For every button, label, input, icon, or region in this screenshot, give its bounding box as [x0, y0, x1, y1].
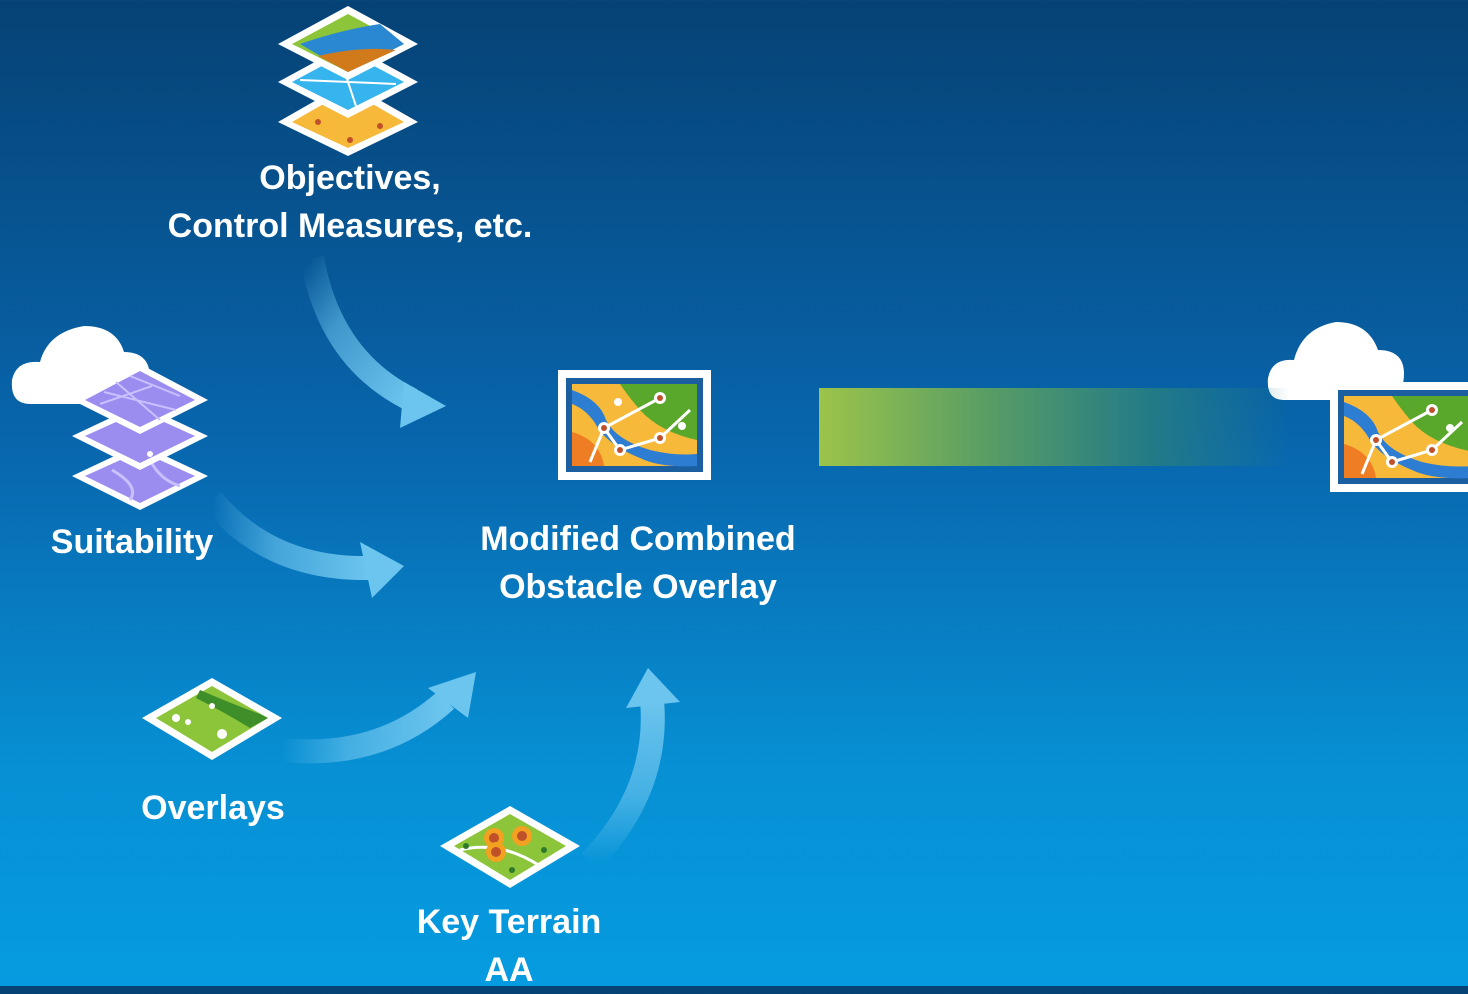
- arrow-suitability-to-mcoo: [202, 492, 404, 598]
- transfer-arrow-bar: [819, 388, 1289, 466]
- mcoo-label-line1: Modified Combined: [480, 520, 796, 558]
- objectives-label-line2: Control Measures, etc.: [167, 207, 533, 245]
- mcoo-label-line2: Obstacle Overlay: [499, 568, 777, 606]
- key-terrain-label-line1: Key Terrain: [416, 903, 602, 941]
- framed-map-icon: [1330, 382, 1468, 492]
- key-terrain-label-line2: AA: [484, 951, 534, 989]
- layered-map-stack-icon: [278, 6, 418, 156]
- mcoo-label: Modified Combined Obstacle Overlay: [438, 515, 838, 611]
- key-terrain-label: Key Terrain AA: [380, 898, 638, 994]
- arrow-overlays-to-mcoo: [280, 672, 476, 764]
- purple-layer-stack-icon: [72, 364, 208, 510]
- arrow-key-terrain-to-mcoo: [581, 668, 680, 871]
- cloud-icon: [1267, 322, 1404, 400]
- framed-map-icon: [558, 370, 711, 480]
- green-map-layer-icon: [142, 678, 282, 760]
- arrow-objectives-to-mcoo: [300, 255, 446, 428]
- overlays-label: Overlays: [141, 789, 285, 827]
- objectives-label-line1: Objectives,: [259, 159, 441, 197]
- objectives-label: Objectives, Control Measures, etc.: [150, 154, 550, 250]
- suitability-label: Suitability: [50, 523, 214, 561]
- key-terrain-map-icon: [440, 806, 580, 888]
